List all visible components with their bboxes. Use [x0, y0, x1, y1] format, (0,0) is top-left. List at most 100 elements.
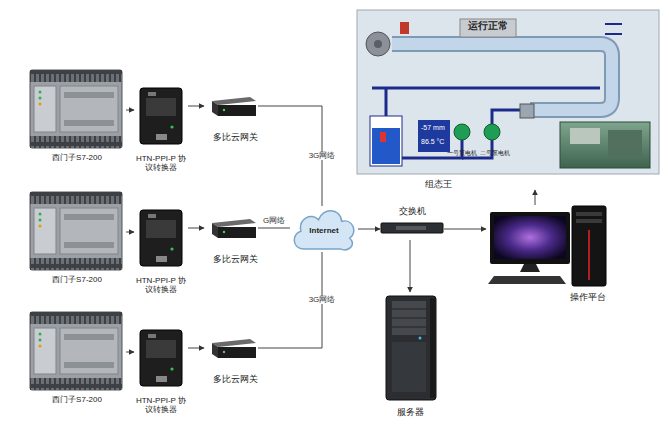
network-connector — [188, 228, 204, 229]
scada-status-box — [460, 19, 516, 37]
plc-instance — [30, 312, 122, 390]
switch-illustration — [381, 223, 443, 233]
screen-readout: 二号泵电机 — [480, 150, 510, 157]
scada-valve — [400, 22, 409, 34]
scada-pump — [484, 124, 500, 140]
converter-instance — [140, 88, 182, 144]
cloud-gateway: 多比云网关 — [204, 334, 258, 386]
keyboard — [488, 276, 566, 284]
node-label: HTN-PPI-P 协议转换器 — [134, 276, 188, 294]
node-label: 运行正常 — [468, 20, 508, 32]
server-tower: 服务器 — [378, 292, 442, 418]
edge-label: G网络 — [262, 217, 286, 226]
server-grill — [392, 342, 426, 392]
node-label: HTN-PPI-P 协议转换器 — [134, 396, 188, 414]
scada-filter — [520, 104, 534, 118]
tower-accent — [588, 230, 590, 280]
node-label: HTN-PPI-P 协议转换器 — [134, 154, 188, 172]
network-connector — [444, 229, 486, 230]
node-label: 组态王 — [425, 179, 452, 189]
protocol-converter: HTN-PPI-P 协议转换器 — [134, 328, 188, 416]
network-connector — [126, 110, 134, 111]
screen-readout: 一号泵电机 — [447, 150, 477, 157]
cloud-shape — [294, 211, 353, 250]
tower-drive — [576, 212, 602, 216]
node-label: 西门子S7-200 — [52, 395, 102, 404]
edge-label: 3G网络 — [308, 296, 337, 305]
operator-pc: 操作平台 — [486, 205, 610, 303]
server-led — [419, 337, 422, 340]
switch-body — [381, 223, 443, 233]
scada-pump — [454, 124, 470, 140]
cloud-gateway: 多比云网关 — [204, 214, 258, 266]
internet-cloud: Internet — [290, 206, 358, 252]
protocol-converter: HTN-PPI-P 协议转换器 — [134, 208, 188, 296]
server-bay-line — [392, 309, 426, 310]
converter-instance — [140, 330, 182, 386]
plc-device: 西门子S7-200 — [28, 64, 126, 164]
node-label: Internet — [309, 226, 338, 235]
scada-pipe — [392, 44, 612, 110]
node-label: 西门子S7-200 — [52, 153, 102, 162]
scada-level-mark — [380, 132, 386, 142]
scada-engine — [560, 122, 650, 168]
server-bays — [392, 301, 426, 335]
scada-engine-part — [608, 130, 642, 158]
node-label: 交换机 — [399, 206, 426, 216]
tower-drive — [576, 219, 602, 223]
server-illustration — [386, 296, 436, 400]
cloud-gateway: 多比云网关 — [204, 92, 258, 144]
scada-legend-line — [605, 33, 622, 35]
scada-screen: 运行正常组态王 — [355, 8, 661, 190]
network-connector — [410, 240, 411, 292]
server-bay-line — [392, 318, 426, 319]
server-bay-line — [392, 327, 426, 328]
scada-illustration — [357, 10, 659, 174]
monitor-screen — [494, 216, 566, 259]
network-connector — [126, 352, 134, 353]
server-side — [430, 298, 435, 398]
scada-tank — [370, 116, 402, 166]
plc-instance — [30, 70, 122, 148]
scada-display — [418, 120, 450, 152]
pc-tower — [572, 206, 606, 286]
network-connector — [358, 229, 380, 230]
scada-water-line — [372, 87, 600, 90]
switch-ports — [396, 226, 426, 230]
gateway-instance — [212, 339, 256, 358]
monitor-stand — [520, 264, 540, 272]
scada-pipe-outline — [392, 44, 612, 110]
network-connector — [126, 232, 134, 233]
node-label: 操作平台 — [570, 292, 606, 302]
pc-illustration — [488, 206, 606, 286]
server-body — [386, 296, 436, 400]
scada-engine-part — [570, 128, 600, 144]
gateway-instance — [212, 219, 256, 238]
network-connector — [258, 228, 290, 229]
node-label: 西门子S7-200 — [52, 275, 102, 284]
scada-fan-hub — [374, 40, 382, 48]
scada-water — [372, 128, 400, 164]
scada-fan — [366, 32, 390, 56]
node-label: 多比云网关 — [213, 132, 258, 142]
plc-device: 西门子S7-200 — [28, 186, 126, 286]
converter-instance — [140, 210, 182, 266]
gateway-instance — [212, 97, 256, 116]
node-label: 多比云网关 — [213, 374, 258, 384]
scada-legend-line — [605, 23, 622, 25]
network-connector — [535, 190, 536, 205]
edge-label: 3G网络 — [308, 152, 337, 161]
node-label: 多比云网关 — [213, 254, 258, 264]
scada-background — [357, 10, 659, 174]
plc-instance — [30, 192, 122, 270]
screen-readout: -57 mm — [421, 124, 445, 132]
node-label: 服务器 — [397, 407, 424, 417]
monitor-frame — [490, 212, 570, 264]
screen-readout: 86.5 °C — [421, 138, 444, 146]
network-switch: 交换机 — [380, 206, 444, 240]
protocol-converter: HTN-PPI-P 协议转换器 — [134, 86, 188, 174]
scada-water-line — [385, 88, 388, 116]
network-connector — [188, 106, 204, 107]
